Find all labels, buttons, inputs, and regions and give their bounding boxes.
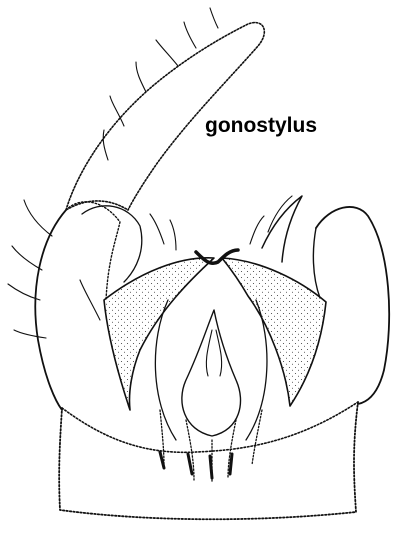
left-gonocoxite bbox=[35, 210, 66, 410]
aedeagus-inner bbox=[206, 330, 221, 376]
basal-points bbox=[160, 452, 232, 478]
aedeagus bbox=[182, 310, 241, 436]
gonostylus-label: gonostylus bbox=[205, 114, 317, 137]
right-gonocoxite-inner bbox=[313, 228, 320, 298]
basal-plate bbox=[59, 402, 358, 519]
basal-plate-top-edge bbox=[62, 402, 358, 452]
left-inner-flap bbox=[82, 206, 142, 282]
left-stippled-plate bbox=[104, 258, 214, 410]
aedeagal-sheath bbox=[155, 300, 267, 440]
left-gonocoxite-inner bbox=[66, 202, 120, 300]
right-gonocoxite bbox=[316, 207, 389, 404]
